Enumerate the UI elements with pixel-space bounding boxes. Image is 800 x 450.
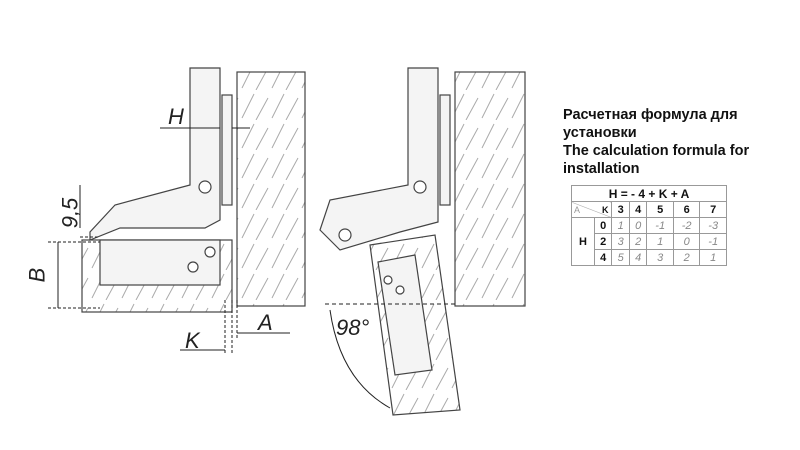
k-header: 6	[672, 201, 701, 218]
h-value: -1	[699, 233, 727, 250]
h-label: H	[571, 217, 595, 266]
h-value: 0	[628, 217, 648, 234]
hinge-arm-left	[89, 67, 221, 241]
cabinet-side-panel-right	[454, 71, 526, 307]
h-value: 5	[611, 249, 630, 266]
title-line: установки	[563, 125, 637, 141]
dimension-a: A	[258, 310, 273, 335]
h-value: -1	[646, 217, 674, 234]
h-value: 1	[699, 249, 727, 266]
h-value: 1	[611, 217, 630, 234]
h-value: 2	[672, 249, 701, 266]
cabinet-side-panel-left	[236, 71, 306, 307]
h-value: -2	[672, 217, 701, 234]
dimension-9-5: 9,5	[57, 197, 83, 229]
formula-title: Расчетная формула для установки The calc…	[563, 106, 749, 178]
h-value: 2	[628, 233, 648, 250]
a-value: 4	[593, 249, 613, 266]
a-value: 2	[593, 233, 613, 250]
corner-a: A	[574, 204, 581, 215]
k-header: 3	[611, 201, 630, 218]
corner-k: K	[601, 204, 609, 215]
dimension-b: B	[24, 267, 50, 283]
title-line: Расчетная формула для	[563, 107, 738, 123]
hinge-arm-right	[319, 67, 439, 251]
h-value: 4	[628, 249, 648, 266]
h-value: 1	[646, 233, 674, 250]
k-header: 5	[646, 201, 674, 218]
dimension-k: K	[185, 328, 200, 353]
h-value: -3	[699, 217, 727, 234]
title-line: installation	[563, 161, 640, 177]
h-value: 3	[611, 233, 630, 250]
dimension-h: H	[168, 104, 184, 129]
h-value: 3	[646, 249, 674, 266]
opening-angle: 98°	[336, 315, 370, 340]
k-header: 7	[699, 201, 727, 218]
k-header: 4	[628, 201, 648, 218]
formula: H = - 4 + K + A	[571, 185, 727, 202]
h-value: 0	[672, 233, 701, 250]
a-value: 0	[593, 217, 613, 234]
title-line: The calculation formula for	[563, 143, 750, 159]
